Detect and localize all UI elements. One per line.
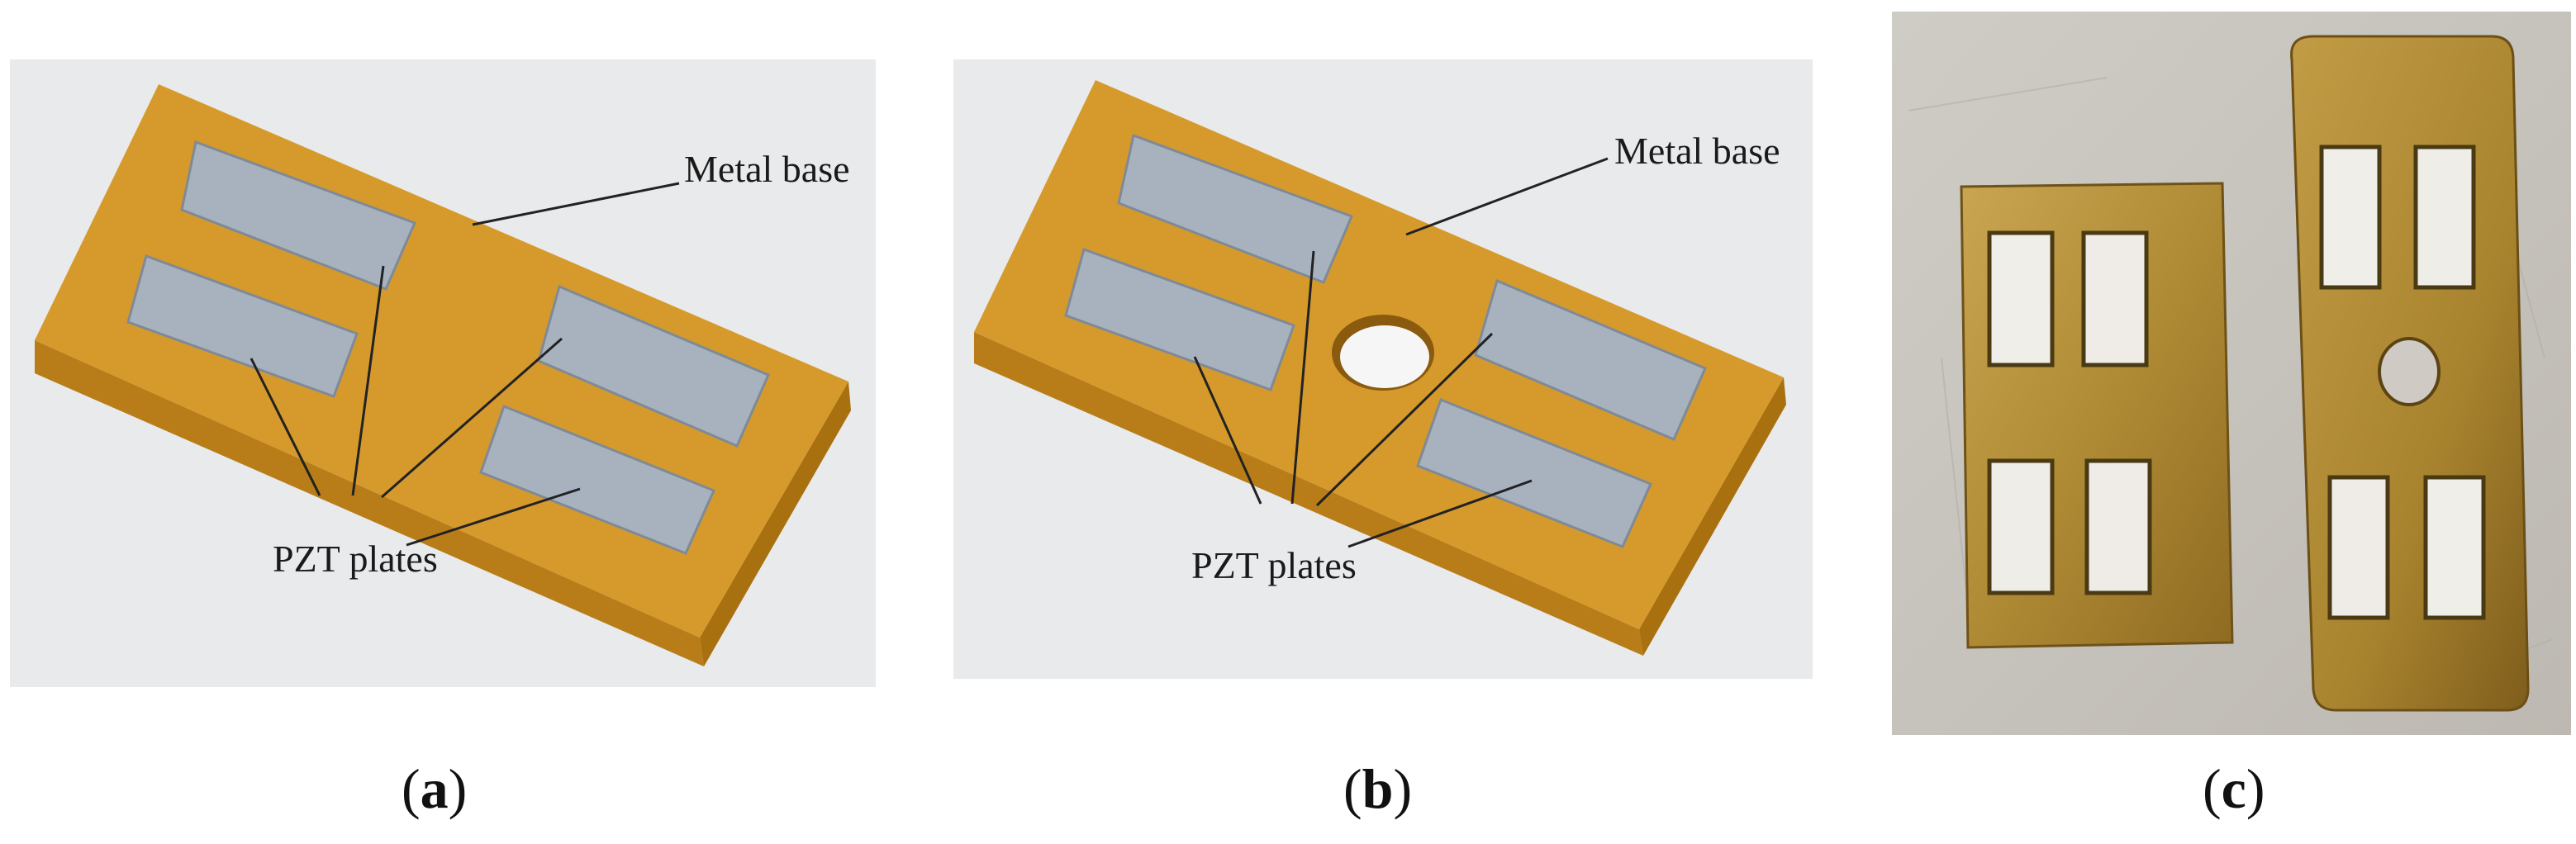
leader-lines: [250, 182, 680, 547]
long-brass-base: [2290, 35, 2530, 712]
pzt-plate-top-right: [537, 284, 770, 448]
label-close-paren: ): [1393, 757, 1413, 820]
panel-a-render: Metal base PZT plates: [10, 59, 876, 687]
metal-base-front-side: [974, 332, 1643, 656]
leader-line-pzt-2: [351, 265, 385, 496]
label-letter: b: [1362, 757, 1394, 820]
metal-base-right-side: [700, 382, 851, 666]
leader-line-metal-base: [1405, 157, 1609, 236]
leader-line-pzt-1: [250, 358, 321, 496]
metal-base-right-side: [1639, 377, 1786, 656]
pzt-plate-bottom-left: [126, 254, 359, 398]
leader-line-pzt-2: [1290, 250, 1315, 505]
pzt-plate-top-left: [1117, 133, 1353, 284]
pzt-plate-bottom-right: [479, 405, 716, 555]
pzt-plate-bottom-left: [1064, 248, 1295, 391]
panel-c-label: (c): [2203, 756, 2265, 822]
callout-metal-base: Metal base: [1614, 130, 1780, 172]
pzt-plate: [2081, 230, 2149, 367]
panel-b-label: (b): [1343, 756, 1412, 822]
photo: [1892, 12, 2571, 735]
label-close-paren: ): [448, 757, 468, 820]
leader-lines: [1193, 157, 1609, 548]
metal-base-front-side: [35, 340, 704, 666]
label-letter: c: [2221, 757, 2246, 820]
pzt-plate: [2327, 475, 2390, 620]
pzt-plate: [2413, 145, 2476, 290]
pzt-plate-top-left: [180, 140, 417, 291]
panel-c-photo: [1892, 12, 2571, 735]
panel-b-render: Metal base PZT plates: [953, 59, 1813, 679]
leader-line-pzt-1: [1193, 356, 1262, 505]
label-open-paren: (: [1343, 757, 1362, 820]
callout-metal-base: Metal base: [684, 148, 850, 190]
leader-line-pzt-3: [381, 337, 563, 499]
center-hole: [2378, 337, 2441, 406]
panel-a-label: (a): [402, 756, 467, 822]
pzt-plate: [2423, 475, 2486, 620]
callout-pzt-plates: PZT plates: [1191, 544, 1357, 586]
label-close-paren: ): [2246, 757, 2265, 820]
panel-a-figure: Metal base PZT plates: [10, 59, 876, 687]
pzt-plate: [1987, 458, 2055, 595]
leader-line-pzt-4: [1347, 479, 1533, 548]
pzt-plate-bottom-right: [1416, 398, 1653, 548]
leader-line-metal-base: [472, 182, 680, 226]
label-letter: a: [420, 757, 449, 820]
short-brass-base: [1960, 182, 2234, 649]
pzt-plate: [2319, 145, 2382, 290]
label-open-paren: (: [402, 757, 421, 820]
pzt-plate: [1987, 230, 2055, 367]
center-hole: [1340, 325, 1429, 388]
pzt-plate: [2084, 458, 2152, 595]
pzt-plates: [1064, 133, 1707, 548]
leader-line-pzt-3: [1315, 332, 1494, 507]
panel-b-figure: Metal base PZT plates: [953, 59, 1813, 679]
pzt-plates: [126, 140, 770, 555]
label-open-paren: (: [2203, 757, 2222, 820]
leader-line-pzt-4: [406, 487, 581, 547]
callout-pzt-plates: PZT plates: [273, 538, 438, 580]
pzt-plate-top-right: [1474, 278, 1707, 441]
